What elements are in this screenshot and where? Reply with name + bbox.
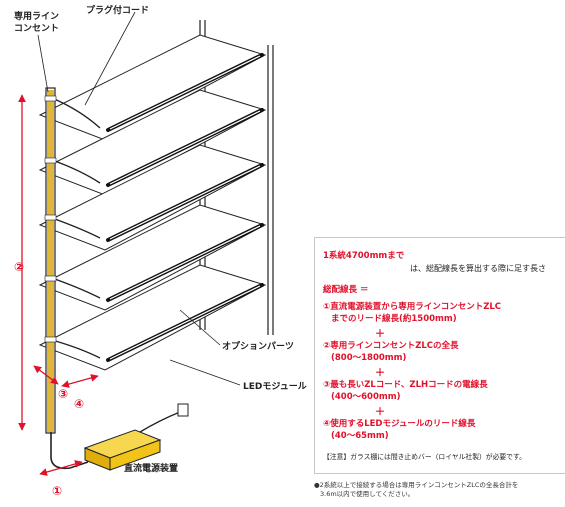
led-module-label: LEDモジュール bbox=[243, 382, 307, 392]
power-supply-box bbox=[83, 429, 162, 471]
plug-cord-label: プラグ付コード bbox=[86, 6, 150, 16]
system-limit: 1系統4700mmまで bbox=[323, 251, 405, 261]
plus-3: ＋ bbox=[375, 407, 385, 418]
marker-1: ① bbox=[52, 484, 63, 498]
plus-2: ＋ bbox=[375, 368, 385, 379]
total-title: 総配線長 ＝ bbox=[323, 285, 369, 295]
item-2-detail: (800～1800mm) bbox=[331, 353, 407, 363]
plus-1: ＋ bbox=[375, 329, 385, 340]
outlet-label: 専用ライン コンセント bbox=[14, 12, 60, 34]
item-3-detail: (400～600mm) bbox=[331, 392, 401, 402]
glass-shelves bbox=[38, 34, 267, 371]
arrow-note: は、総配線長を算出する際に足す長さ bbox=[410, 264, 546, 273]
item-4: ④使用するLEDモジュールのリード線長 bbox=[323, 419, 476, 429]
footnote-line-2: 3.6m以内で使用してください。 bbox=[320, 490, 415, 498]
option-parts-label: オプションパーツ bbox=[222, 342, 294, 352]
item-1-detail: までのリード線長(約1500mm) bbox=[331, 314, 457, 324]
item-4-detail: (40～65mm) bbox=[331, 431, 389, 441]
power-supply-label: 直流電源装置 bbox=[124, 464, 179, 474]
marker-3: ③ bbox=[58, 387, 69, 401]
caution-note: 【注意】ガラス棚には間き止めバー（ロイヤル社製）が必要です。 bbox=[323, 453, 526, 461]
item-1: ①直流電源装置から専用ラインコンセントZLC bbox=[323, 302, 502, 312]
marker-4: ④ bbox=[74, 397, 85, 411]
item-2: ②専用ラインコンセントZLCの全長 bbox=[323, 341, 459, 351]
footnote-line-1: ●2系統以上で接続する場合は専用ラインコンセントZLCの全長合計を bbox=[314, 481, 519, 489]
plug-cords bbox=[51, 97, 101, 359]
wiring-info-box: 1系統4700mmまで は、総配線長を算出する際に足す長さ 総配線長 ＝ ①直流… bbox=[314, 237, 565, 474]
line-outlet bbox=[47, 90, 54, 432]
right-upright bbox=[267, 45, 274, 335]
marker-2: ② bbox=[14, 260, 25, 274]
item-3: ③最も長いZLコード、ZLHコードの電線長 bbox=[323, 380, 488, 390]
